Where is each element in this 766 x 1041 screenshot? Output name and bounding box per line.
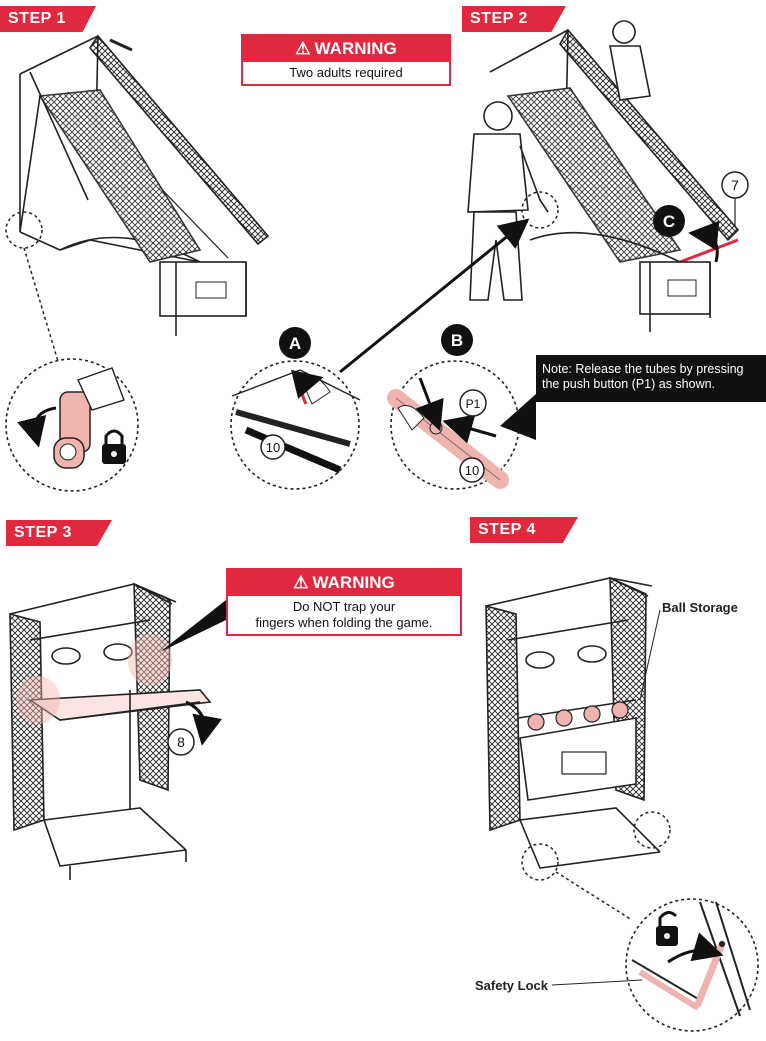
step3-game-unit	[9, 582, 212, 880]
stored-balls	[527, 701, 629, 731]
warning-text-line1: Do NOT trap your	[292, 599, 396, 614]
callout-8: 8	[167, 728, 195, 756]
callout-p1: P1	[459, 389, 487, 417]
svg-text:P1: P1	[466, 397, 481, 411]
pinch-zone-right	[128, 634, 172, 686]
warning-trap-fingers: ⚠WARNING Do NOT trap your fingers when f…	[226, 568, 462, 636]
detail-b	[387, 360, 520, 490]
warning-icon: ⚠	[295, 39, 311, 58]
ball-storage-label: Ball Storage	[662, 600, 738, 615]
lock-icon	[102, 429, 126, 464]
ball-storage-leader	[639, 609, 661, 701]
step1-game-unit	[19, 34, 270, 336]
step4-game-unit	[485, 576, 661, 869]
callout-10-b: 10	[459, 457, 485, 483]
note-line2: the push button (P1) as shown.	[542, 377, 716, 391]
unlock-icon	[656, 911, 678, 946]
callout-c: C	[653, 205, 685, 237]
warning-text-line2: fingers when folding the game.	[255, 615, 433, 630]
warning-header: ⚠WARNING	[243, 36, 449, 62]
step-1-tag: STEP 1	[0, 6, 96, 32]
step-4-tag: STEP 4	[470, 517, 578, 543]
warning-two-adults: ⚠WARNING Two adults required	[241, 34, 451, 86]
step2-highlight	[521, 191, 559, 229]
warning-icon: ⚠	[293, 573, 309, 592]
step1-caster-highlight	[5, 211, 43, 249]
safety-lock-label: Safety Lock	[475, 978, 548, 993]
callout-7: 7	[721, 171, 749, 226]
svg-text:B: B	[451, 331, 463, 350]
safety-lock-detail	[625, 898, 759, 1032]
svg-text:8: 8	[177, 734, 185, 750]
svg-text:C: C	[663, 212, 675, 231]
step2-game-unit	[489, 28, 740, 332]
callout-b: B	[441, 324, 473, 356]
adult-figure-back	[609, 20, 651, 101]
warning-text: Two adults required	[289, 65, 403, 80]
svg-text:A: A	[289, 334, 301, 353]
pinch-zone-left	[16, 676, 60, 724]
step-3-tag: STEP 3	[6, 520, 112, 546]
callout-10-a: 10	[260, 434, 286, 460]
warning-pointer	[160, 600, 226, 652]
svg-text:10: 10	[266, 440, 280, 455]
warning-title: WARNING	[314, 39, 397, 58]
step4-lock-highlight-right	[633, 811, 671, 849]
svg-text:10: 10	[465, 463, 479, 478]
warning-title: WARNING	[312, 573, 395, 592]
warning-header: ⚠WARNING	[228, 570, 460, 596]
step4-lock-highlight-left	[521, 843, 559, 881]
note-pointer	[500, 394, 536, 440]
callout-a: A	[279, 327, 311, 359]
note-line1: Note: Release the tubes by pressing	[542, 362, 744, 376]
step-2-tag: STEP 2	[462, 6, 566, 32]
detail-a	[230, 360, 361, 490]
svg-text:7: 7	[731, 177, 739, 193]
safety-lock-leader	[551, 979, 643, 986]
caster-lock-detail	[5, 358, 139, 492]
note-box: Note: Release the tubes by pressing the …	[536, 355, 766, 402]
warning-text: Do NOT trap your fingers when folding th…	[228, 596, 460, 634]
